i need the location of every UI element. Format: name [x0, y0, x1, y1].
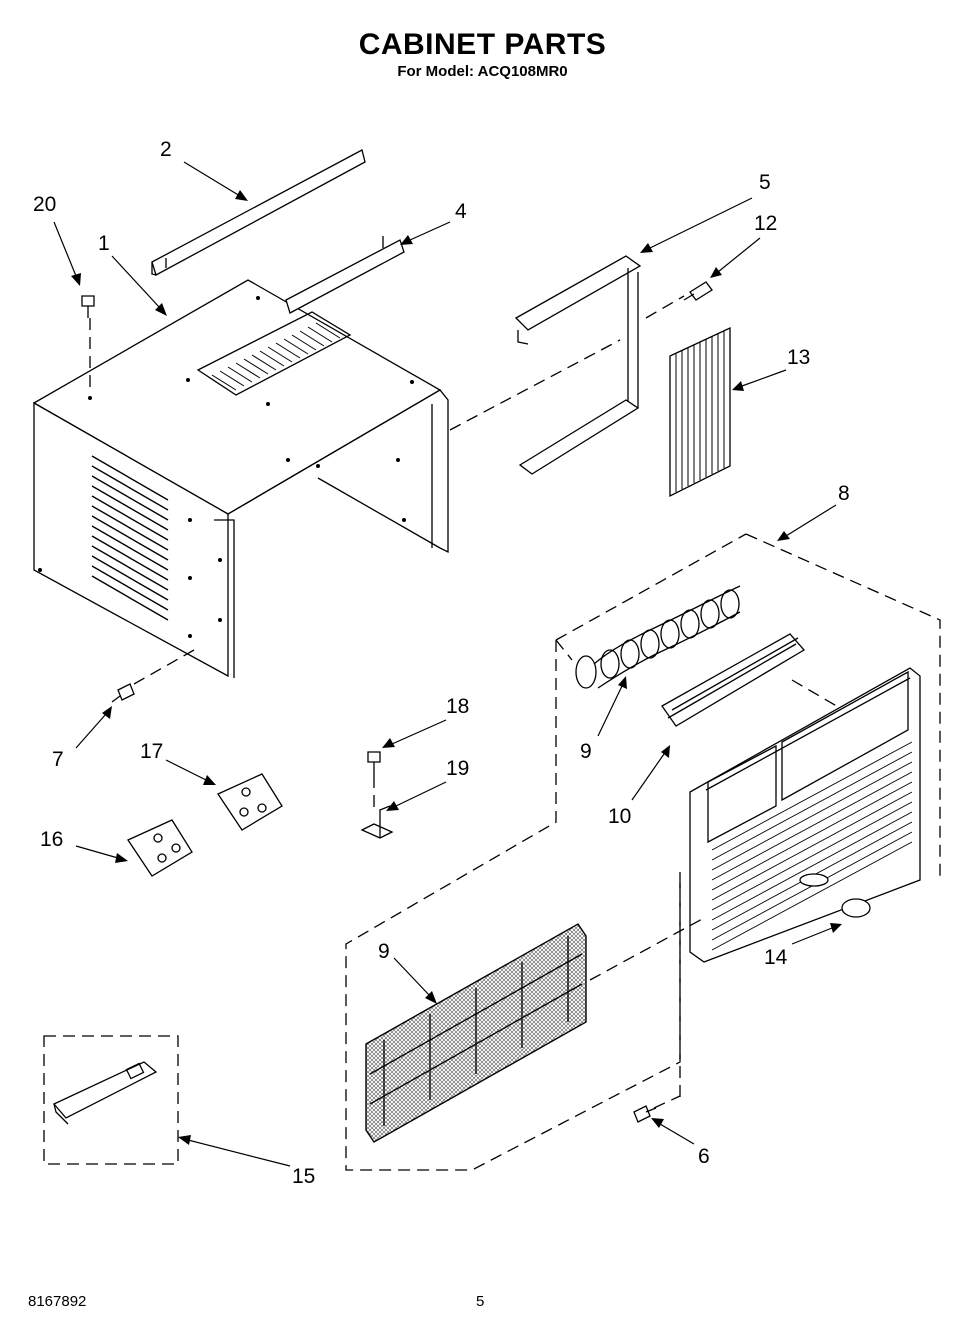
callout-19: 19	[446, 757, 469, 780]
callout-5: 5	[759, 171, 771, 194]
blower-wheel	[575, 585, 741, 689]
screw-12	[683, 281, 713, 301]
front-assembly-group-outline	[345, 533, 941, 1171]
top-rail	[151, 149, 366, 276]
callout-17: 17	[140, 740, 163, 763]
callout-7: 7	[52, 748, 64, 771]
callout-13: 13	[787, 346, 810, 369]
louver-panel	[669, 326, 731, 498]
model-subtitle: For Model: ACQ108MR0	[397, 63, 568, 80]
screw-18	[367, 751, 381, 776]
mounting-bracket-17	[217, 773, 283, 831]
construction-lines	[89, 295, 841, 1109]
mounting-bracket-16	[127, 819, 193, 877]
bracket-clip	[360, 805, 394, 839]
window-frame	[514, 255, 642, 475]
callout-20: 20	[33, 193, 56, 216]
callout-12: 12	[754, 212, 777, 235]
front-grille-panel	[689, 667, 921, 963]
callout-10: 9	[580, 740, 592, 763]
remote-group-outline	[43, 1035, 179, 1165]
document-number: 8167892	[28, 1293, 87, 1310]
callout-14: 14	[764, 946, 788, 969]
callout-11: 10	[608, 805, 631, 828]
callout-9: 9	[378, 940, 390, 963]
callout-6: 6	[698, 1145, 710, 1168]
callout-16: 16	[40, 828, 63, 851]
screw-6	[633, 1105, 657, 1123]
callout-1: 1	[98, 232, 110, 255]
air-filter	[365, 923, 587, 1143]
leader-arrows	[53, 161, 842, 1167]
screw-20	[81, 295, 95, 318]
callout-8: 8	[838, 482, 850, 505]
callout-15: 15	[292, 1165, 315, 1188]
nameplate-badge	[841, 898, 871, 918]
remote-control	[52, 1061, 158, 1125]
page-number: 5	[476, 1293, 485, 1310]
callout-18: 18	[446, 695, 469, 718]
vent-louver	[661, 633, 806, 727]
screw-7	[111, 683, 135, 703]
callout-4: 4	[455, 200, 467, 223]
side-bracket	[285, 236, 405, 314]
cabinet-shell	[32, 279, 449, 678]
callout-2: 2	[160, 138, 172, 161]
page-title: CABINET PARTS	[358, 28, 607, 61]
